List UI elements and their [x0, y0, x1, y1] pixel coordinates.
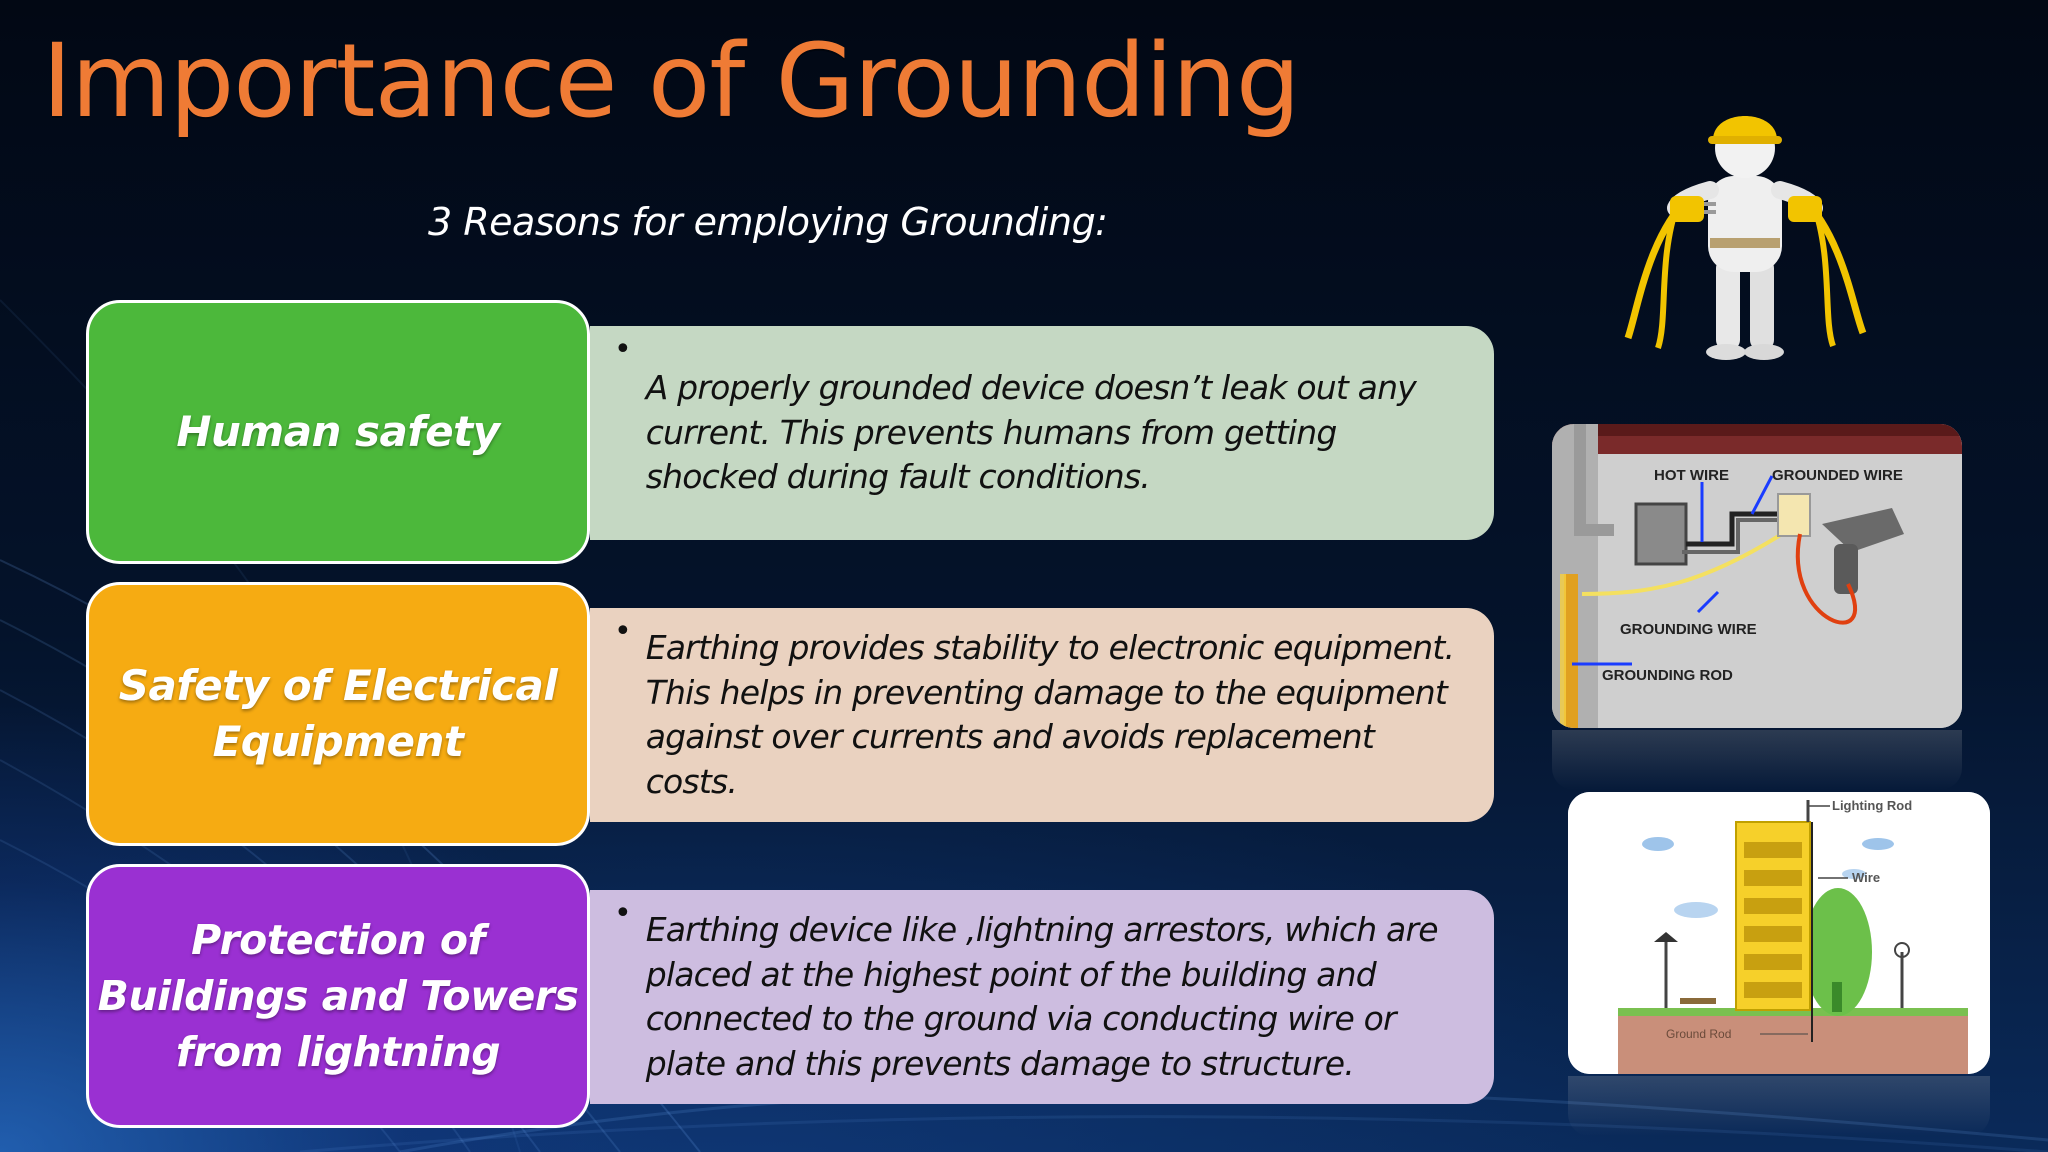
reason-label-lightning-protection: Protection of Buildings and Towers from …	[86, 864, 590, 1128]
worker-figure-illustration	[1624, 116, 1867, 360]
bullet-point: •	[614, 896, 632, 931]
label-ground-rod: Ground Rod	[1666, 1027, 1731, 1041]
house-grounding-diagram: HOT WIRE GROUNDED WIRE GROUNDING WIRE GR…	[1552, 424, 1962, 728]
building-lightning-rod-diagram: Lighting Rod Wire Ground Rod	[1568, 792, 1990, 1074]
house-grounding-drawing: HOT WIRE GROUNDED WIRE GROUNDING WIRE GR…	[1552, 424, 1962, 728]
reason-description-lightning-protection: • Earthing device like ,lightning arrest…	[590, 890, 1494, 1104]
bullet-point: •	[614, 614, 632, 649]
reason-label-equipment-safety: Safety of Electrical Equipment	[86, 582, 590, 846]
diagram2-reflection	[1568, 1076, 1990, 1136]
label-lighting-rod: Lighting Rod	[1832, 798, 1912, 813]
bullet-point: •	[614, 332, 632, 367]
reason-label-text: Safety of Electrical Equipment	[118, 661, 558, 766]
building-lightning-drawing: Lighting Rod Wire Ground Rod	[1568, 792, 1990, 1074]
label-hot-wire: HOT WIRE	[1654, 467, 1729, 484]
reason-description-text: A properly grounded device doesn’t leak …	[645, 368, 1417, 497]
label-grounded-wire: GROUNDED WIRE	[1772, 467, 1903, 484]
reason-label-text: Protection of Buildings and Towers from …	[97, 916, 579, 1076]
reason-description-human-safety: • A properly grounded device doesn’t lea…	[590, 326, 1494, 540]
slide-subtitle: 3 Reasons for employing Grounding:	[428, 200, 1108, 244]
reason-label-human-safety: Human safety	[86, 300, 590, 564]
diagram1-reflection	[1552, 730, 1962, 790]
reason-label-text: Human safety	[176, 407, 500, 456]
label-grounding-wire: GROUNDING WIRE	[1620, 621, 1757, 638]
label-grounding-rod: GROUNDING ROD	[1602, 667, 1733, 684]
slide-title: Importance of Grounding	[42, 22, 1301, 141]
reason-description-equipment-safety: • Earthing provides stability to electro…	[590, 608, 1494, 822]
label-wire: Wire	[1852, 870, 1880, 885]
reason-description-text: Earthing device like ,lightning arrestor…	[645, 910, 1439, 1083]
reason-description-text: Earthing provides stability to electroni…	[645, 628, 1455, 801]
